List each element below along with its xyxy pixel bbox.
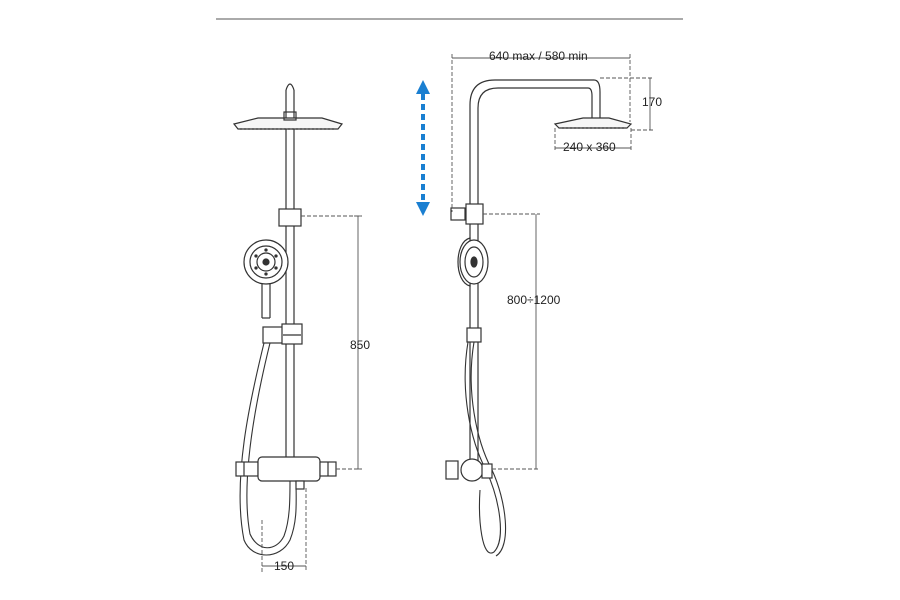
- upper-clamp: [278, 208, 302, 227]
- side-mixer: [445, 458, 493, 482]
- double-arrow-vertical-icon: [416, 80, 430, 216]
- side-hand-shower: [457, 237, 489, 287]
- arm-length-label: 640 max / 580 min: [489, 49, 588, 63]
- slider-holder: [262, 323, 303, 345]
- arm-height-label: 170: [642, 95, 662, 109]
- hand-shower: [243, 239, 289, 319]
- side-upper-clamp: [465, 203, 484, 225]
- riser-pipe: [285, 83, 295, 462]
- front-view: [232, 83, 344, 556]
- adjust-range-label: 800÷1200: [507, 293, 561, 307]
- front-height-label: 850: [350, 338, 370, 352]
- shower-hose: [239, 342, 297, 556]
- side-dimensions: [451, 54, 654, 470]
- overhead-shower-head: [232, 111, 344, 130]
- side-overhead-head: [553, 117, 633, 129]
- front-dimensions: [261, 215, 362, 572]
- thermostatic-mixer: [235, 456, 337, 490]
- side-riser-pipe: [469, 79, 601, 462]
- head-size-label: 240 x 360: [563, 140, 616, 154]
- side-shower-hose: [464, 341, 507, 557]
- side-wall-bracket: [450, 207, 466, 221]
- side-slider: [466, 327, 482, 343]
- bracket-spacing-label: 150: [274, 559, 294, 573]
